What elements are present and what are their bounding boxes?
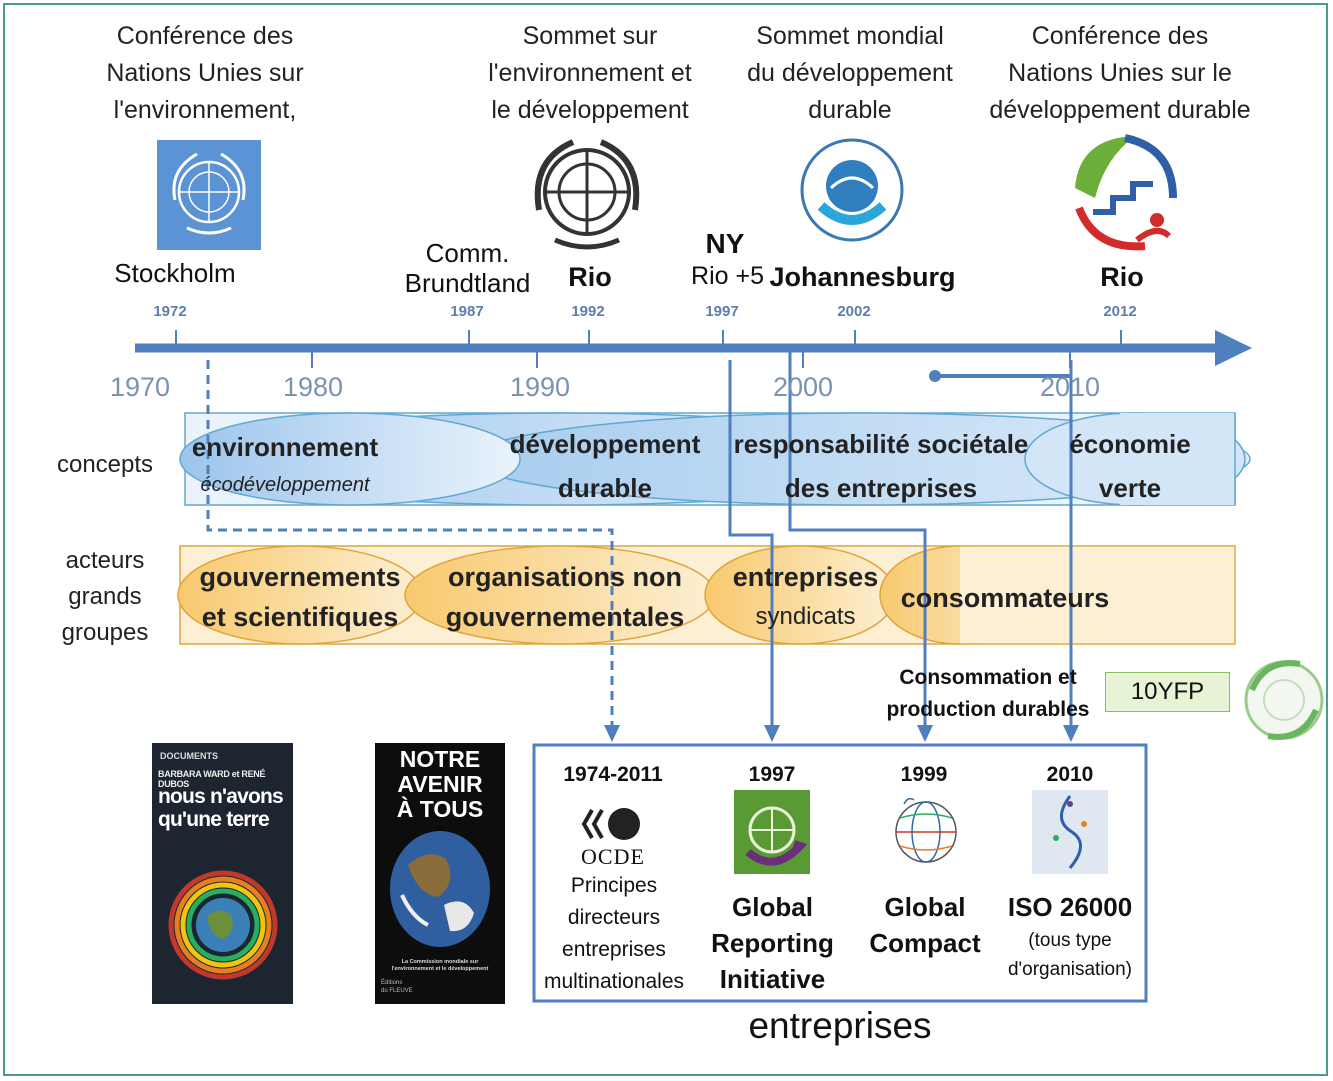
event-brundtland: Comm.Brundtland [404,238,531,298]
earth-icon [390,831,490,947]
gri-logo-icon [734,790,810,874]
year-1997: 1997 [705,303,739,320]
ocde-logo-icon: OCDE [578,800,648,870]
initiative-gc-year: 1999 [900,763,948,786]
place-johannesburg: Johannesburg [769,262,956,292]
concepts-band [179,412,1251,506]
un-emblem-dark-icon [527,130,647,255]
global-compact-logo-icon [884,790,968,874]
place-stockholm: Stockholm [114,258,236,288]
enterprises-box [532,743,1148,1003]
un-emblem-icon [157,140,261,250]
year-2002: 2002 [837,303,871,320]
10yfp-logo-icon [1236,650,1326,750]
year-2012: 2012 [1103,303,1137,320]
book1-publisher: DOCUMENTS [160,751,218,761]
diagram-frame [3,3,1328,1076]
rainbow-earth-icon [168,870,278,980]
initiative-iso-name: ISO 26000 [1007,892,1133,922]
initiative-ocde-year: 1974-2011 [563,763,663,786]
year-1972: 1972 [153,303,187,320]
decade-1990: 1990 [510,372,571,402]
connectors [206,350,1073,735]
enterprises-box-label: entreprises [748,1005,932,1046]
place-rio-1992: Rio [568,262,612,292]
actors-band [177,545,1236,645]
initiative-iso-year: 2010 [1046,763,1094,786]
book-nous-navons-quune-terre: DOCUMENTS BARBARA WARD et RENÉ DUBOS nou… [152,743,293,1004]
decade-2010: 2010 [1040,372,1101,402]
year-1987: 1987 [450,303,484,320]
book2-caption: La Commission mondiale sur l'environneme… [391,959,489,972]
iso26000-logo-icon [1032,790,1108,874]
event-rio-plus-5: Rio +5 [691,262,764,290]
decade-1980: 1980 [283,372,344,402]
timeline-axis [135,330,1252,368]
ocde-logo-text: OCDE [581,844,645,869]
actor-consommateurs: consommateurs [900,583,1110,613]
10yfp-badge: 10YFP [1105,672,1230,712]
johannesburg-summit-logo-icon [797,128,907,253]
decade-2000: 2000 [773,372,834,402]
rio20-logo-icon [1065,128,1180,258]
event-ny: NY [705,228,745,259]
row-label-concepts: concepts [56,451,154,478]
initiative-gri-year: 1997 [748,763,796,786]
decade-1970: 1970 [110,372,171,402]
year-1992: 1992 [571,303,605,320]
book1-authors: BARBARA WARD et RENÉ DUBOS [158,769,266,789]
place-rio-2012: Rio [1100,262,1144,292]
